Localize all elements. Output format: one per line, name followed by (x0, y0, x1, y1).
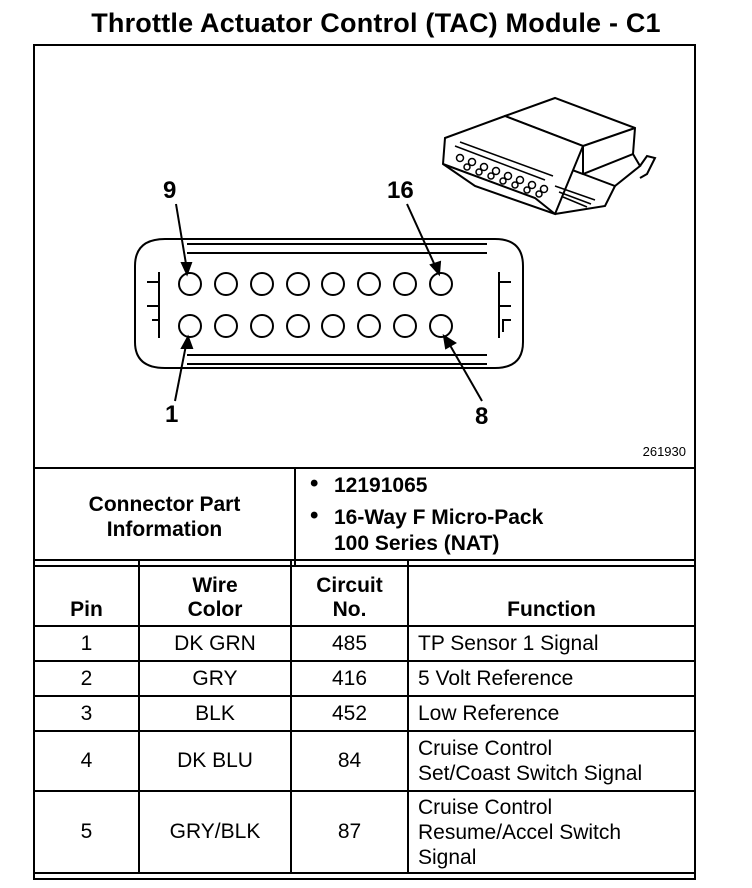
cavity-9 (178, 272, 202, 296)
circuit-cell: 87 (290, 790, 409, 874)
cavity-10 (214, 272, 238, 296)
circuit-cell: 485 (290, 625, 409, 662)
wire-color-cell: GRY (138, 660, 292, 697)
cavity-1 (178, 314, 202, 338)
cavity-2 (214, 314, 238, 338)
connector-part-label: Connector Part Information (33, 467, 296, 567)
function-cell: 5 Volt Reference (407, 660, 696, 697)
table-row: 3 BLK 452 Low Reference (33, 695, 696, 732)
header-function: Function (407, 559, 696, 627)
part-description: 16-Way F Micro-Pack 100 Series (NAT) (310, 503, 693, 557)
connector-3d-sketch (441, 96, 657, 216)
connector-face (134, 238, 524, 369)
header-circuit: Circuit No. (290, 559, 409, 627)
table-row: 2 GRY 416 5 Volt Reference (33, 660, 696, 697)
connector-part-table: Connector Part Information 12191065 16-W… (33, 467, 696, 567)
callout-pin-16: 16 (387, 177, 414, 204)
cavity-8 (429, 314, 453, 338)
wire-color-cell: BLK (138, 695, 292, 732)
connector-part-info: 12191065 16-Way F Micro-Pack 100 Series … (294, 467, 696, 567)
cavity-5 (321, 314, 345, 338)
circuit-cell: 452 (290, 695, 409, 732)
terminal-cavities (178, 272, 453, 338)
callout-pin-8: 8 (475, 403, 488, 430)
pin-table: Pin Wire Color Circuit No. Function 1 DK… (33, 559, 696, 874)
function-cell: Cruise Control Set/Coast Switch Signal (407, 730, 696, 792)
header-pin: Pin (33, 559, 140, 627)
wire-color-cell: DK BLU (138, 730, 292, 792)
circuit-cell: 416 (290, 660, 409, 697)
connector-diagram: 9 16 1 8 (134, 96, 657, 430)
function-cell: Low Reference (407, 695, 696, 732)
callout-pin-9: 9 (163, 177, 176, 204)
cavity-11 (250, 272, 274, 296)
pin-cell: 3 (33, 695, 140, 732)
part-number: 12191065 (310, 471, 693, 499)
wire-color-cell: GRY/BLK (138, 790, 292, 874)
table-row: 5 GRY/BLK 87 Cruise Control Resume/Accel… (33, 790, 696, 874)
page-title: Throttle Actuator Control (TAC) Module -… (91, 8, 661, 38)
cavity-12 (286, 272, 310, 296)
table-row: 1 DK GRN 485 TP Sensor 1 Signal (33, 625, 696, 662)
cavity-14 (357, 272, 381, 296)
pin-table-header: Pin Wire Color Circuit No. Function (33, 559, 696, 627)
connector-frame: 9 16 1 8 261930 Connector Part Informati… (33, 44, 696, 880)
function-cell: TP Sensor 1 Signal (407, 625, 696, 662)
leader-lines (174, 203, 483, 402)
pin-cell: 2 (33, 660, 140, 697)
pin-cell: 1 (33, 625, 140, 662)
pin-cell: 5 (33, 790, 140, 874)
cavity-15 (393, 272, 417, 296)
wire-color-cell: DK GRN (138, 625, 292, 662)
circuit-cell: 84 (290, 730, 409, 792)
function-cell: Cruise Control Resume/Accel Switch Signa… (407, 790, 696, 874)
table-row: 4 DK BLU 84 Cruise Control Set/Coast Swi… (33, 730, 696, 792)
cavity-13 (321, 272, 345, 296)
figure-id: 261930 (642, 444, 686, 459)
cavity-4 (286, 314, 310, 338)
pin-cell: 4 (33, 730, 140, 792)
cavity-3 (250, 314, 274, 338)
header-wire-color: Wire Color (138, 559, 292, 627)
cavity-7 (393, 314, 417, 338)
cavity-6 (357, 314, 381, 338)
cavity-16 (429, 272, 453, 296)
callout-pin-1: 1 (165, 401, 178, 428)
